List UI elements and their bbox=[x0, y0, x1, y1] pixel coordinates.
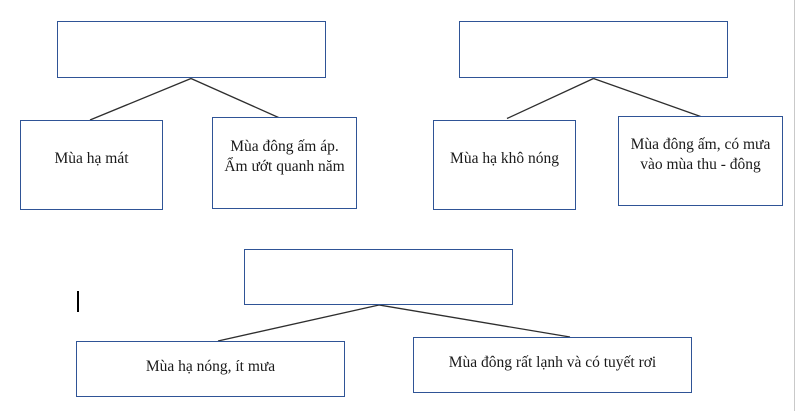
child-box-label: Mùa đông ấm, có mưa vào mùa thu - đông bbox=[630, 135, 771, 173]
child-box-label: Mùa đông ấm áp. Ẩm ướt quanh năm bbox=[224, 137, 345, 175]
child-box-mua-ha-kho-nong: Mùa hạ khô nóng bbox=[433, 120, 576, 210]
connector-line bbox=[217, 304, 380, 342]
text-cursor bbox=[77, 291, 79, 312]
child-box-label: Mùa hạ khô nóng bbox=[450, 149, 559, 167]
connector-line bbox=[506, 77, 594, 120]
page-edge-line bbox=[793, 0, 795, 411]
child-box-mua-ha-nong-it-mua: Mùa hạ nóng, ít mưa bbox=[76, 341, 345, 397]
child-box-label: Mùa hạ mát bbox=[54, 149, 129, 167]
child-box-mua-dong-rat-lanh: Mùa đông rất lạnh và có tuyết rơi bbox=[413, 337, 692, 393]
child-box-label: Mùa hạ nóng, ít mưa bbox=[145, 357, 276, 375]
connector-line bbox=[378, 304, 571, 338]
child-box-mua-dong-am-ap: Mùa đông ấm áp. Ẩm ướt quanh năm bbox=[212, 117, 357, 209]
blank-answer-box-1[interactable] bbox=[57, 21, 326, 78]
child-box-label: Mùa đông rất lạnh và có tuyết rơi bbox=[448, 353, 657, 371]
child-box-mua-dong-am-co-mua: Mùa đông ấm, có mưa vào mùa thu - đông bbox=[618, 116, 783, 206]
connector-line bbox=[89, 77, 192, 121]
blank-answer-box-3[interactable] bbox=[244, 249, 513, 305]
connector-line bbox=[190, 77, 284, 121]
connector-line bbox=[593, 77, 703, 118]
child-box-mua-ha-mat: Mùa hạ mát bbox=[20, 120, 163, 210]
blank-answer-box-2[interactable] bbox=[459, 21, 728, 78]
